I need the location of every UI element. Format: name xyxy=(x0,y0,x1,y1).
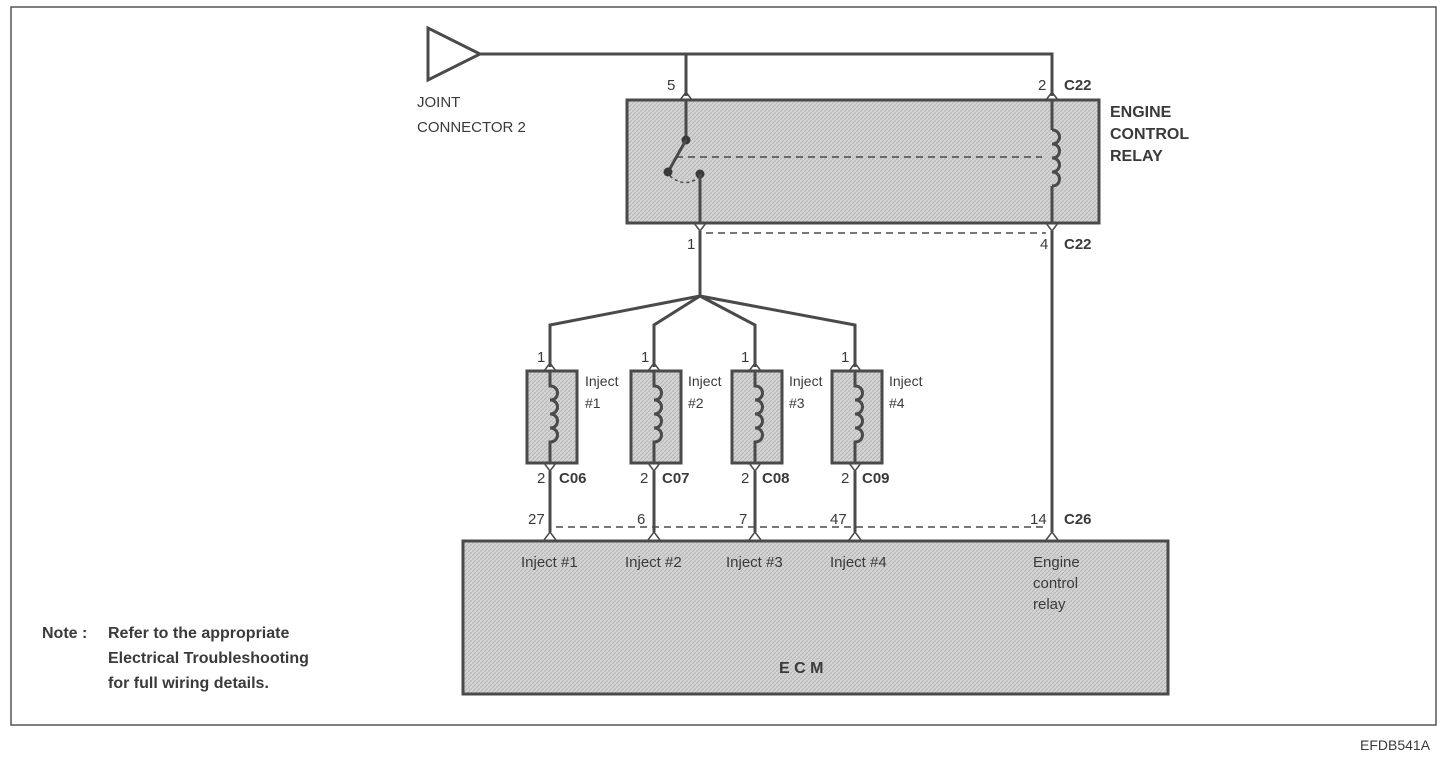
relay-title-line2: CONTROL xyxy=(1110,126,1189,143)
injector-1-body xyxy=(525,369,579,465)
injector-4-coil xyxy=(853,371,864,463)
note-line2: Electrical Troubleshooting xyxy=(108,650,309,667)
ecm-pin-47-terminal xyxy=(848,530,862,541)
figure-code: EFDB541A xyxy=(1360,737,1431,753)
injector-feed-wire-1 xyxy=(548,294,701,367)
injector-2-top-terminal xyxy=(647,361,661,372)
injector-3-pin-bottom: 2 xyxy=(741,470,749,487)
ecm-label-relay-line2: control xyxy=(1033,575,1078,592)
diagram-frame xyxy=(10,6,1437,726)
joint-connector-label-line2: CONNECTOR 2 xyxy=(417,119,526,136)
relay-switch-travel xyxy=(669,175,699,184)
injector-3-connector: C08 xyxy=(762,470,790,487)
relay-pin-1: 1 xyxy=(687,236,695,253)
relay-switch-arm xyxy=(666,139,688,173)
injector-feed-wire-2 xyxy=(652,294,701,367)
engine-control-relay-box xyxy=(625,98,1101,225)
injector-4-label: Inject xyxy=(889,373,923,389)
ecm-pin-14-terminal xyxy=(1045,530,1059,541)
note-line1: Refer to the appropriate xyxy=(108,625,289,642)
injector-1-pin-bottom: 2 xyxy=(537,470,545,487)
ecm-label-inject-3: Inject #3 xyxy=(726,554,783,571)
injector-2-label: Inject xyxy=(688,373,722,389)
ecm-label-inject-1: Inject #1 xyxy=(521,554,578,571)
joint-connector-symbol xyxy=(426,25,484,83)
relay-pin-2-terminal xyxy=(1045,90,1059,101)
ecm-connector: C26 xyxy=(1064,511,1092,528)
injector-3-label: Inject xyxy=(789,373,823,389)
injector-4: 1 Inject #4 2 C09 47 xyxy=(830,349,923,541)
note-prefix: Note : xyxy=(42,625,87,642)
relay-connector-top: C22 xyxy=(1064,77,1092,94)
injector-2-coil xyxy=(652,371,663,463)
ecm-label-relay-line1: Engine xyxy=(1033,554,1080,571)
injector-2-connector: C07 xyxy=(662,470,690,487)
ecm-pin-27-terminal xyxy=(543,530,557,541)
relay-title-line1: ENGINE xyxy=(1110,104,1172,121)
relay-connector-bottom: C22 xyxy=(1064,236,1092,253)
injector-2: 1 Inject #2 2 C07 6 xyxy=(629,349,722,541)
ecm-pin-14: 14 xyxy=(1030,511,1047,528)
joint-connector-label-line1: JOINT xyxy=(417,94,460,111)
ecm-title: E C M xyxy=(779,660,823,677)
injector-2-pin-bottom: 2 xyxy=(640,470,648,487)
injector-4-pin-bottom: 2 xyxy=(841,470,849,487)
injector-4-number: #4 xyxy=(889,395,905,411)
relay-coil-winding xyxy=(1051,128,1061,188)
ecm-label-relay-line3: relay xyxy=(1033,596,1066,613)
relay-switch-contact-left xyxy=(663,167,673,177)
ecm-pin-6: 6 xyxy=(637,511,645,528)
injector-3-coil xyxy=(753,371,764,463)
injector-1-label: Inject xyxy=(585,373,619,389)
ecm-pin-27: 27 xyxy=(528,511,545,528)
power-bus-wire xyxy=(480,52,1054,96)
injector-4-pin-top: 1 xyxy=(841,349,849,366)
ecm-pin-6-terminal xyxy=(647,530,661,541)
injector-feed-wire-4 xyxy=(699,294,857,367)
note-line3: for full wiring details. xyxy=(108,675,269,692)
relay-pin-4: 4 xyxy=(1040,236,1048,253)
injector-1-coil xyxy=(548,371,559,463)
ecm-box xyxy=(461,539,1170,696)
injector-1-pin-top: 1 xyxy=(537,349,545,366)
relay-title-line3: RELAY xyxy=(1110,148,1163,165)
relay-pin-5-terminal xyxy=(679,90,693,101)
injector-feed-wire-3 xyxy=(699,294,757,367)
injector-1-number: #1 xyxy=(585,395,601,411)
injector-1-connector: C06 xyxy=(559,470,587,487)
ecm-label-inject-2: Inject #2 xyxy=(625,554,682,571)
injector-4-top-terminal xyxy=(848,361,862,372)
injector-3-pin-top: 1 xyxy=(741,349,749,366)
injector-1-top-terminal xyxy=(543,361,557,372)
injector-3-top-terminal xyxy=(748,361,762,372)
injector-3: 1 Inject #3 2 C08 7 xyxy=(730,349,823,541)
ecm-pin-7: 7 xyxy=(739,511,747,528)
ecm-pin-47: 47 xyxy=(830,511,847,528)
injector-2-number: #2 xyxy=(688,395,704,411)
relay-pin-5: 5 xyxy=(667,77,675,94)
relay-pin-2: 2 xyxy=(1038,77,1046,94)
ecm-label-inject-4: Inject #4 xyxy=(830,554,887,571)
injector-2-pin-top: 1 xyxy=(641,349,649,366)
ecm-pin-7-terminal xyxy=(748,530,762,541)
injector-1: 1 Inject #1 2 C06 27 xyxy=(525,349,619,541)
injector-3-number: #3 xyxy=(789,395,805,411)
injector-4-connector: C09 xyxy=(862,470,890,487)
